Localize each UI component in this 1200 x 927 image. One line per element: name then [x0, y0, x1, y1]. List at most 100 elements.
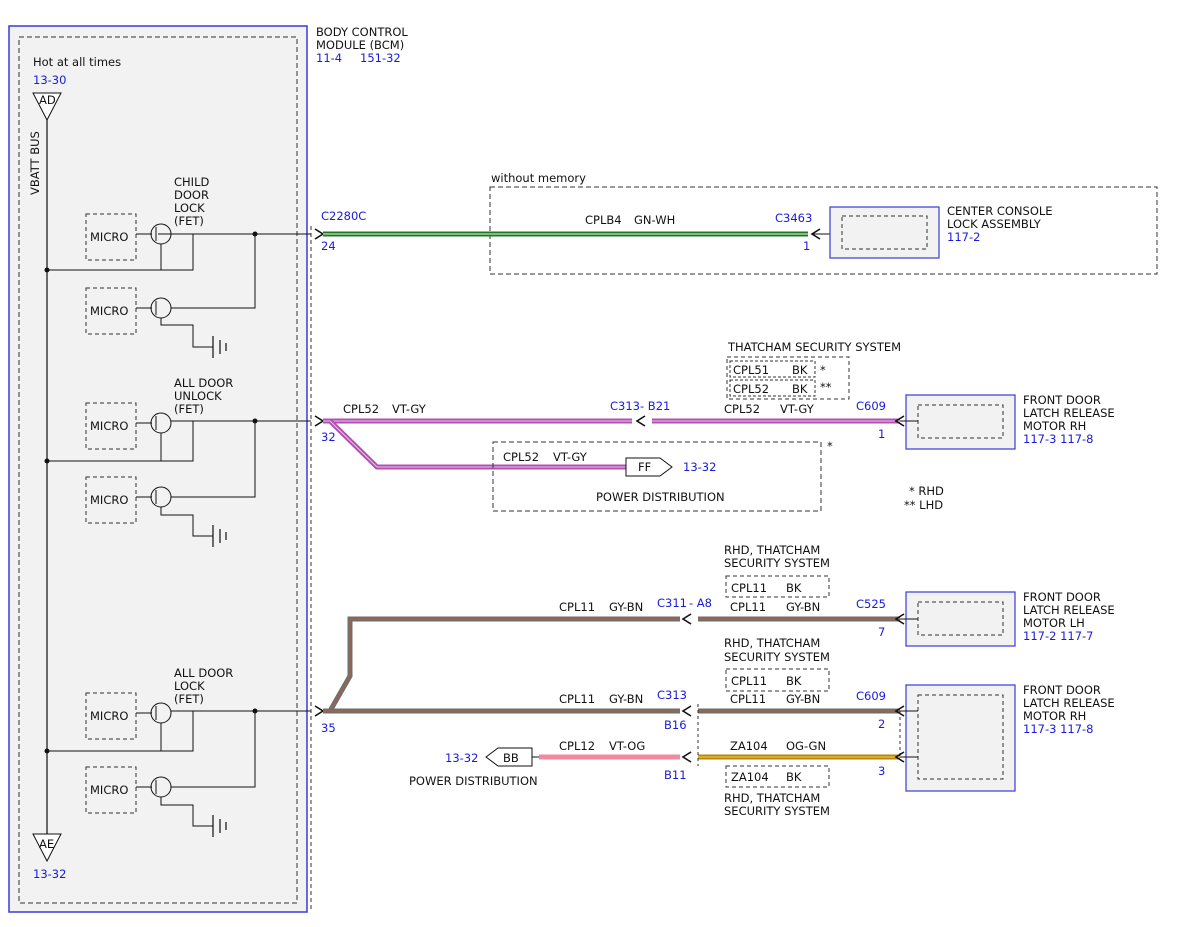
power-distribution-box [492, 441, 822, 512]
inline-connector-c313[interactable]: C313 [610, 399, 640, 413]
pin-24[interactable]: 24 [321, 239, 336, 253]
all-lock-label-3: (FET) [174, 692, 204, 706]
note2-line2: SECURITY SYSTEM [724, 650, 830, 664]
connector-c3463[interactable]: C3463 [775, 211, 812, 225]
lh-component-ref[interactable]: 117-2 117-7 [1023, 629, 1094, 643]
note3-line1: RHD, THATCHAM [724, 791, 820, 805]
rh-component-ref[interactable]: 117-3 117-8 [1023, 722, 1094, 736]
circuit-all-lock: 35 CPL11 GY-BN C311 - A8 CPL11 GY-BN C52… [314, 543, 1115, 818]
pin-arrow [894, 613, 905, 625]
pd-label: POWER DISTRIBUTION [409, 774, 538, 788]
wire-circuit-cpl52-2: CPL52 [724, 402, 760, 416]
component-inner [841, 215, 928, 250]
rh-component-name-2: LATCH RELEASE [1023, 696, 1115, 710]
component-name-1: FRONT DOOR [1023, 393, 1101, 407]
note2-color: BK [786, 674, 802, 688]
wire-color-vt-gy-2: VT-GY [780, 402, 815, 416]
node-ae-label: AE [39, 837, 54, 851]
micro-label: MICRO [90, 419, 128, 433]
inline-arrow [681, 705, 692, 717]
pd-pin-b11[interactable]: B11 [664, 768, 687, 782]
bcm-ref-1[interactable]: 11-4 [316, 51, 342, 65]
bcm-ref-2[interactable]: 151-32 [360, 51, 401, 65]
pin-2[interactable]: 2 [878, 717, 885, 731]
thatcham-row-1-color: BK [792, 363, 808, 377]
component-ref[interactable]: 117-3 117-8 [1023, 432, 1094, 446]
micro-label: MICRO [90, 230, 128, 244]
pin-1[interactable]: 1 [878, 427, 885, 441]
connector-c609[interactable]: C609 [856, 689, 886, 703]
pin-7[interactable]: 7 [878, 625, 885, 639]
node-ff-label: FF [638, 460, 651, 474]
child-lock-driver: MICRO CHILD DOOR LOCK (FET) MICRO [44, 175, 311, 358]
note3-line2: SECURITY SYSTEM [724, 804, 830, 818]
front-door-latch-motor-rh-lock[interactable] [905, 684, 1016, 792]
bcm-module: BODY CONTROL MODULE (BCM) 11-4 151-32 Ho… [8, 25, 408, 913]
rh-color-gy-bn-2: GY-BN [786, 692, 820, 706]
inline-pin-a8[interactable]: - A8 [689, 596, 712, 610]
inline-pin-b21[interactable]: - B21 [640, 399, 670, 413]
pin-32[interactable]: 32 [321, 430, 336, 444]
lh-circuit-cpl11-2: CPL11 [730, 600, 766, 614]
rh-component-name-1: FRONT DOOR [1023, 683, 1101, 697]
pin-arrow [894, 415, 905, 427]
inline-arrow [681, 613, 692, 625]
branch-ref[interactable]: 13-32 [683, 460, 716, 474]
bottom-node-ref[interactable]: 13-32 [33, 867, 66, 881]
node-ad-label: AD [39, 93, 56, 107]
thatcham-box [726, 356, 850, 400]
wire-vt-gy-branch-stripe [329, 420, 626, 468]
micro-label: MICRO [90, 783, 128, 797]
lh-circuit-cpl11: CPL11 [559, 600, 595, 614]
fet-ground-lead [160, 507, 213, 537]
top-node-ref[interactable]: 13-30 [33, 73, 66, 87]
inline-arrow [635, 415, 646, 427]
thatcham-row-1 [729, 360, 816, 378]
all-unlock-label-1: ALL DOOR [174, 376, 233, 390]
all-unlock-label-3: (FET) [174, 402, 204, 416]
pin-1[interactable]: 1 [803, 239, 810, 253]
node-ff[interactable] [625, 457, 673, 477]
center-console-lock-assembly[interactable] [829, 206, 940, 259]
za-circuit: ZA104 [730, 739, 768, 753]
lh-component-name-3: MOTOR LH [1023, 616, 1085, 630]
pd-circuit-cpl12: CPL12 [559, 739, 595, 753]
circuit-child-lock: C2280C 24 without memory CPLB4 GN-WH C34… [314, 171, 1158, 275]
all-unlock-driver: MICRO ALL DOOR UNLOCK (FET) MICRO [44, 376, 311, 547]
micro-label: MICRO [90, 304, 128, 318]
note1-box [725, 575, 830, 598]
micro-box [85, 766, 137, 814]
micro-box [85, 402, 137, 450]
pd-ref[interactable]: 13-32 [445, 751, 478, 765]
inline-connector-c313[interactable]: C313 [657, 688, 687, 702]
wire-color-gn-wh: GN-WH [634, 213, 675, 227]
all-lock-label-2: LOCK [174, 679, 205, 693]
connector-c2280c[interactable]: C2280C [321, 209, 366, 223]
legend-rhd: * RHD [909, 484, 944, 498]
bcm-title-line2: MODULE (BCM) [316, 38, 404, 52]
connector-c525[interactable]: C525 [856, 597, 886, 611]
vbatt-bus-label: VBATT BUS [28, 131, 42, 195]
wire-color-vt-gy: VT-GY [392, 402, 427, 416]
front-door-latch-motor-lh[interactable] [905, 591, 1016, 647]
branch-rhd-mark: * [827, 439, 833, 453]
front-door-latch-motor-rh[interactable] [905, 394, 1016, 450]
fet-ground-lead [160, 318, 213, 348]
rh-circuit-cpl11-2: CPL11 [730, 692, 766, 706]
wire-gy-bn-lh-stripe [329, 618, 680, 712]
inline-connector-c311[interactable]: C311 [657, 596, 687, 610]
child-lock-label-1: CHILD [174, 175, 209, 189]
component-name-2: LOCK ASSEMBLY [947, 217, 1042, 231]
lh-color-gy-bn-2: GY-BN [786, 600, 820, 614]
pin-35[interactable]: 35 [321, 721, 336, 735]
component-ref[interactable]: 117-2 [947, 230, 980, 244]
za-pin-3[interactable]: 3 [878, 764, 885, 778]
note3-color: BK [786, 770, 802, 784]
without-memory-box [489, 186, 1158, 275]
micro-label: MICRO [90, 493, 128, 507]
ground-icon [212, 336, 227, 358]
connector-c609[interactable]: C609 [856, 399, 886, 413]
inline-pin-b16[interactable]: B16 [664, 718, 687, 732]
lh-component-name-2: LATCH RELEASE [1023, 603, 1115, 617]
